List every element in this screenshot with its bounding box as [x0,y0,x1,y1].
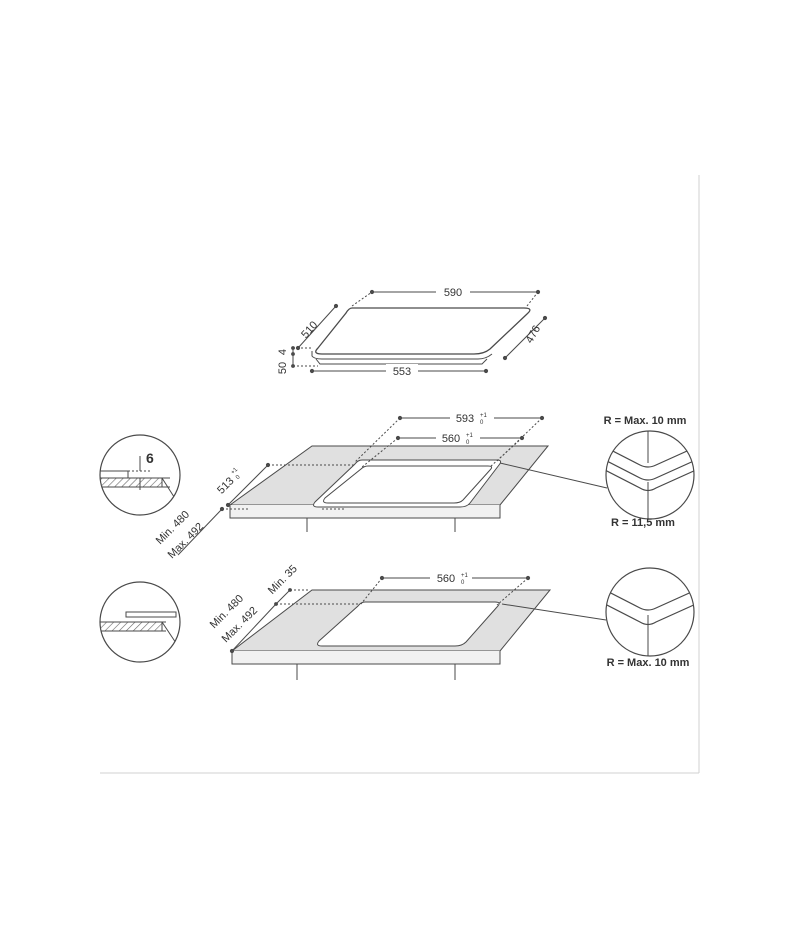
flush-cutout-inner [323,465,493,504]
flush-radius-inner: R = Max. 10 mm [604,415,687,427]
dim-standard-cutout-width: 560 [437,573,455,585]
dim-depth-right: 476 [524,324,544,346]
tol-flush-depth-minus: 0 [235,474,242,481]
tol-flush-outer-plus: +1 [480,413,488,419]
standard-corner-detail [605,567,695,657]
tol-flush-depth-plus: +1 [230,466,240,476]
flush-radius-outer: R = 11,5 mm [611,517,675,529]
dim-flush-outer-width: 593 [456,413,474,425]
standard-radius: R = Max. 10 mm [607,657,690,669]
flush-detail-value: 6 [146,450,154,466]
dim-depth-left: 510 [299,319,320,341]
hob-body [315,358,488,365]
hob-overview [291,289,548,374]
dim-width-top: 590 [444,287,462,299]
dim-standard-min-edge: Min. 35 [266,563,300,597]
dim-flush-depth: 513 [215,475,236,496]
flush-section-detail [99,434,181,516]
dim-height-4: 4 [277,349,289,355]
dim-flush-cutout-width: 560 [442,433,460,445]
standard-cutout [317,601,500,647]
tol-flush-outer-minus: 0 [480,420,484,426]
tol-flush-cutout-plus: +1 [466,433,474,439]
flush-corner-detail [605,430,695,520]
tol-standard-cutout-plus: +1 [461,573,469,579]
tol-flush-cutout-minus: 0 [466,440,470,446]
standard-section-detail [99,581,181,663]
flush-countertop-edge [229,505,501,519]
tol-standard-cutout-minus: 0 [461,580,465,586]
hob-glass-top [315,307,531,355]
standard-countertop-edge [231,651,501,665]
standard-mount-diagram [229,575,607,680]
dim-width-bottom: 553 [393,366,411,378]
hob-glass-edge [311,351,493,360]
flush-mount-diagram [177,415,608,556]
dim-height-50: 50 [277,362,289,374]
